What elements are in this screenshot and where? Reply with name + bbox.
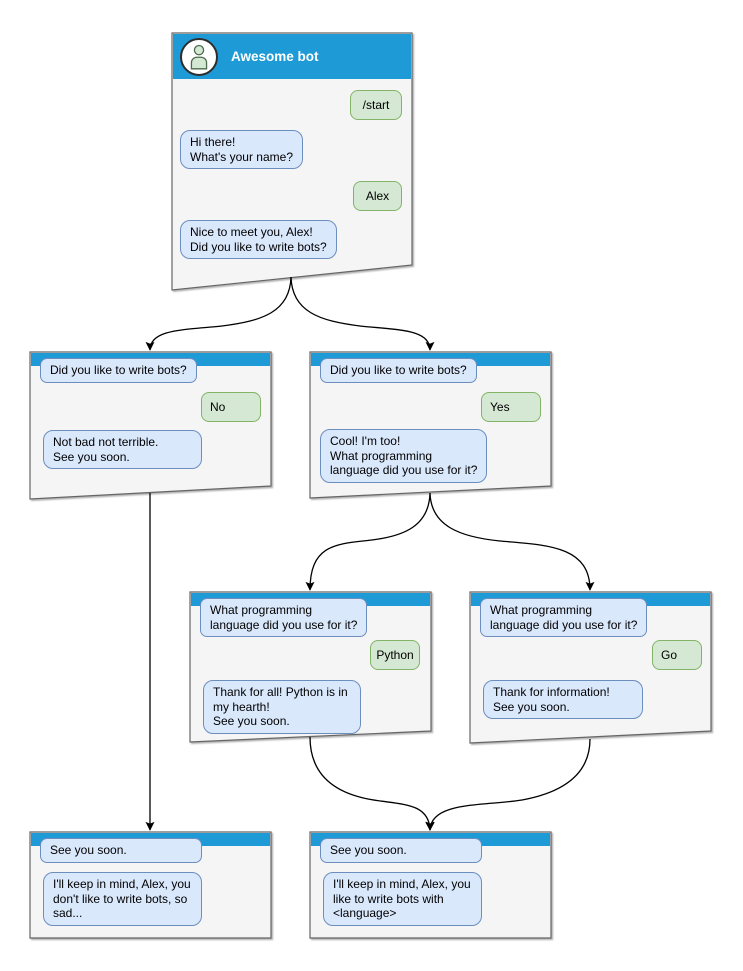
bot-message-context: See you soon.: [40, 838, 202, 863]
user-message-start: /start: [350, 90, 402, 120]
bot-message-question: What programming language did you use fo…: [480, 598, 648, 637]
chat-window-end-no: See you soon. I'll keep in mind, Alex, y…: [30, 832, 271, 938]
bot-message-question: Did you like to write bots?: [320, 358, 477, 383]
bot-message-reply: Thank for all! Python is in my hearth! S…: [203, 680, 361, 734]
bot-message-context: See you soon.: [320, 838, 482, 863]
bot-message-reply: I'll keep in mind, Alex, you don't like …: [43, 872, 202, 926]
user-message-answer: Go: [652, 640, 702, 670]
bot-message-question: Nice to meet you, Alex! Did you like to …: [180, 220, 337, 259]
arrow-python-to-end: [309, 736, 435, 831]
chat-window-yes: Did you like to write bots? Yes Cool! I'…: [310, 352, 551, 498]
bot-message-reply: Not bad not terrible. See you soon.: [43, 430, 202, 469]
chat-window-go: What programming language did you use fo…: [470, 592, 711, 743]
user-message-name: Alex: [353, 181, 402, 211]
chat-window-end-yes: See you soon. I'll keep in mind, Alex, y…: [310, 832, 551, 938]
chat-window-root: Awesome bot /start Hi there! What's your…: [172, 33, 412, 265]
bot-message-reply: Thank for information! See you soon.: [483, 680, 643, 719]
bot-message-greeting: Hi there! What's your name?: [180, 130, 304, 169]
arrow-yes-to-go: [429, 492, 595, 591]
chat-window-title: Awesome bot: [231, 49, 319, 64]
arrow-yes-to-python: [305, 492, 431, 591]
chat-window-python: What programming language did you use fo…: [190, 592, 431, 742]
user-message-answer: No: [201, 392, 261, 422]
chat-window-no: Did you like to write bots? No Not bad n…: [30, 352, 271, 499]
user-message-answer: Python: [370, 640, 420, 670]
bot-message-reply: I'll keep in mind, Alex, you like to wri…: [323, 872, 482, 926]
chat-window-header: Awesome bot: [173, 34, 411, 79]
bot-message-question: What programming language did you use fo…: [200, 598, 368, 637]
avatar: [180, 37, 218, 76]
arrow-go-to-end: [425, 738, 591, 831]
arrow-root-to-yes: [290, 276, 435, 351]
person-icon: [190, 44, 208, 69]
bot-message-question: Did you like to write bots?: [40, 358, 197, 383]
bot-message-reply: Cool! I'm too! What programming language…: [320, 429, 488, 483]
user-message-answer: Yes: [481, 392, 541, 422]
arrow-root-to-no: [145, 276, 292, 351]
